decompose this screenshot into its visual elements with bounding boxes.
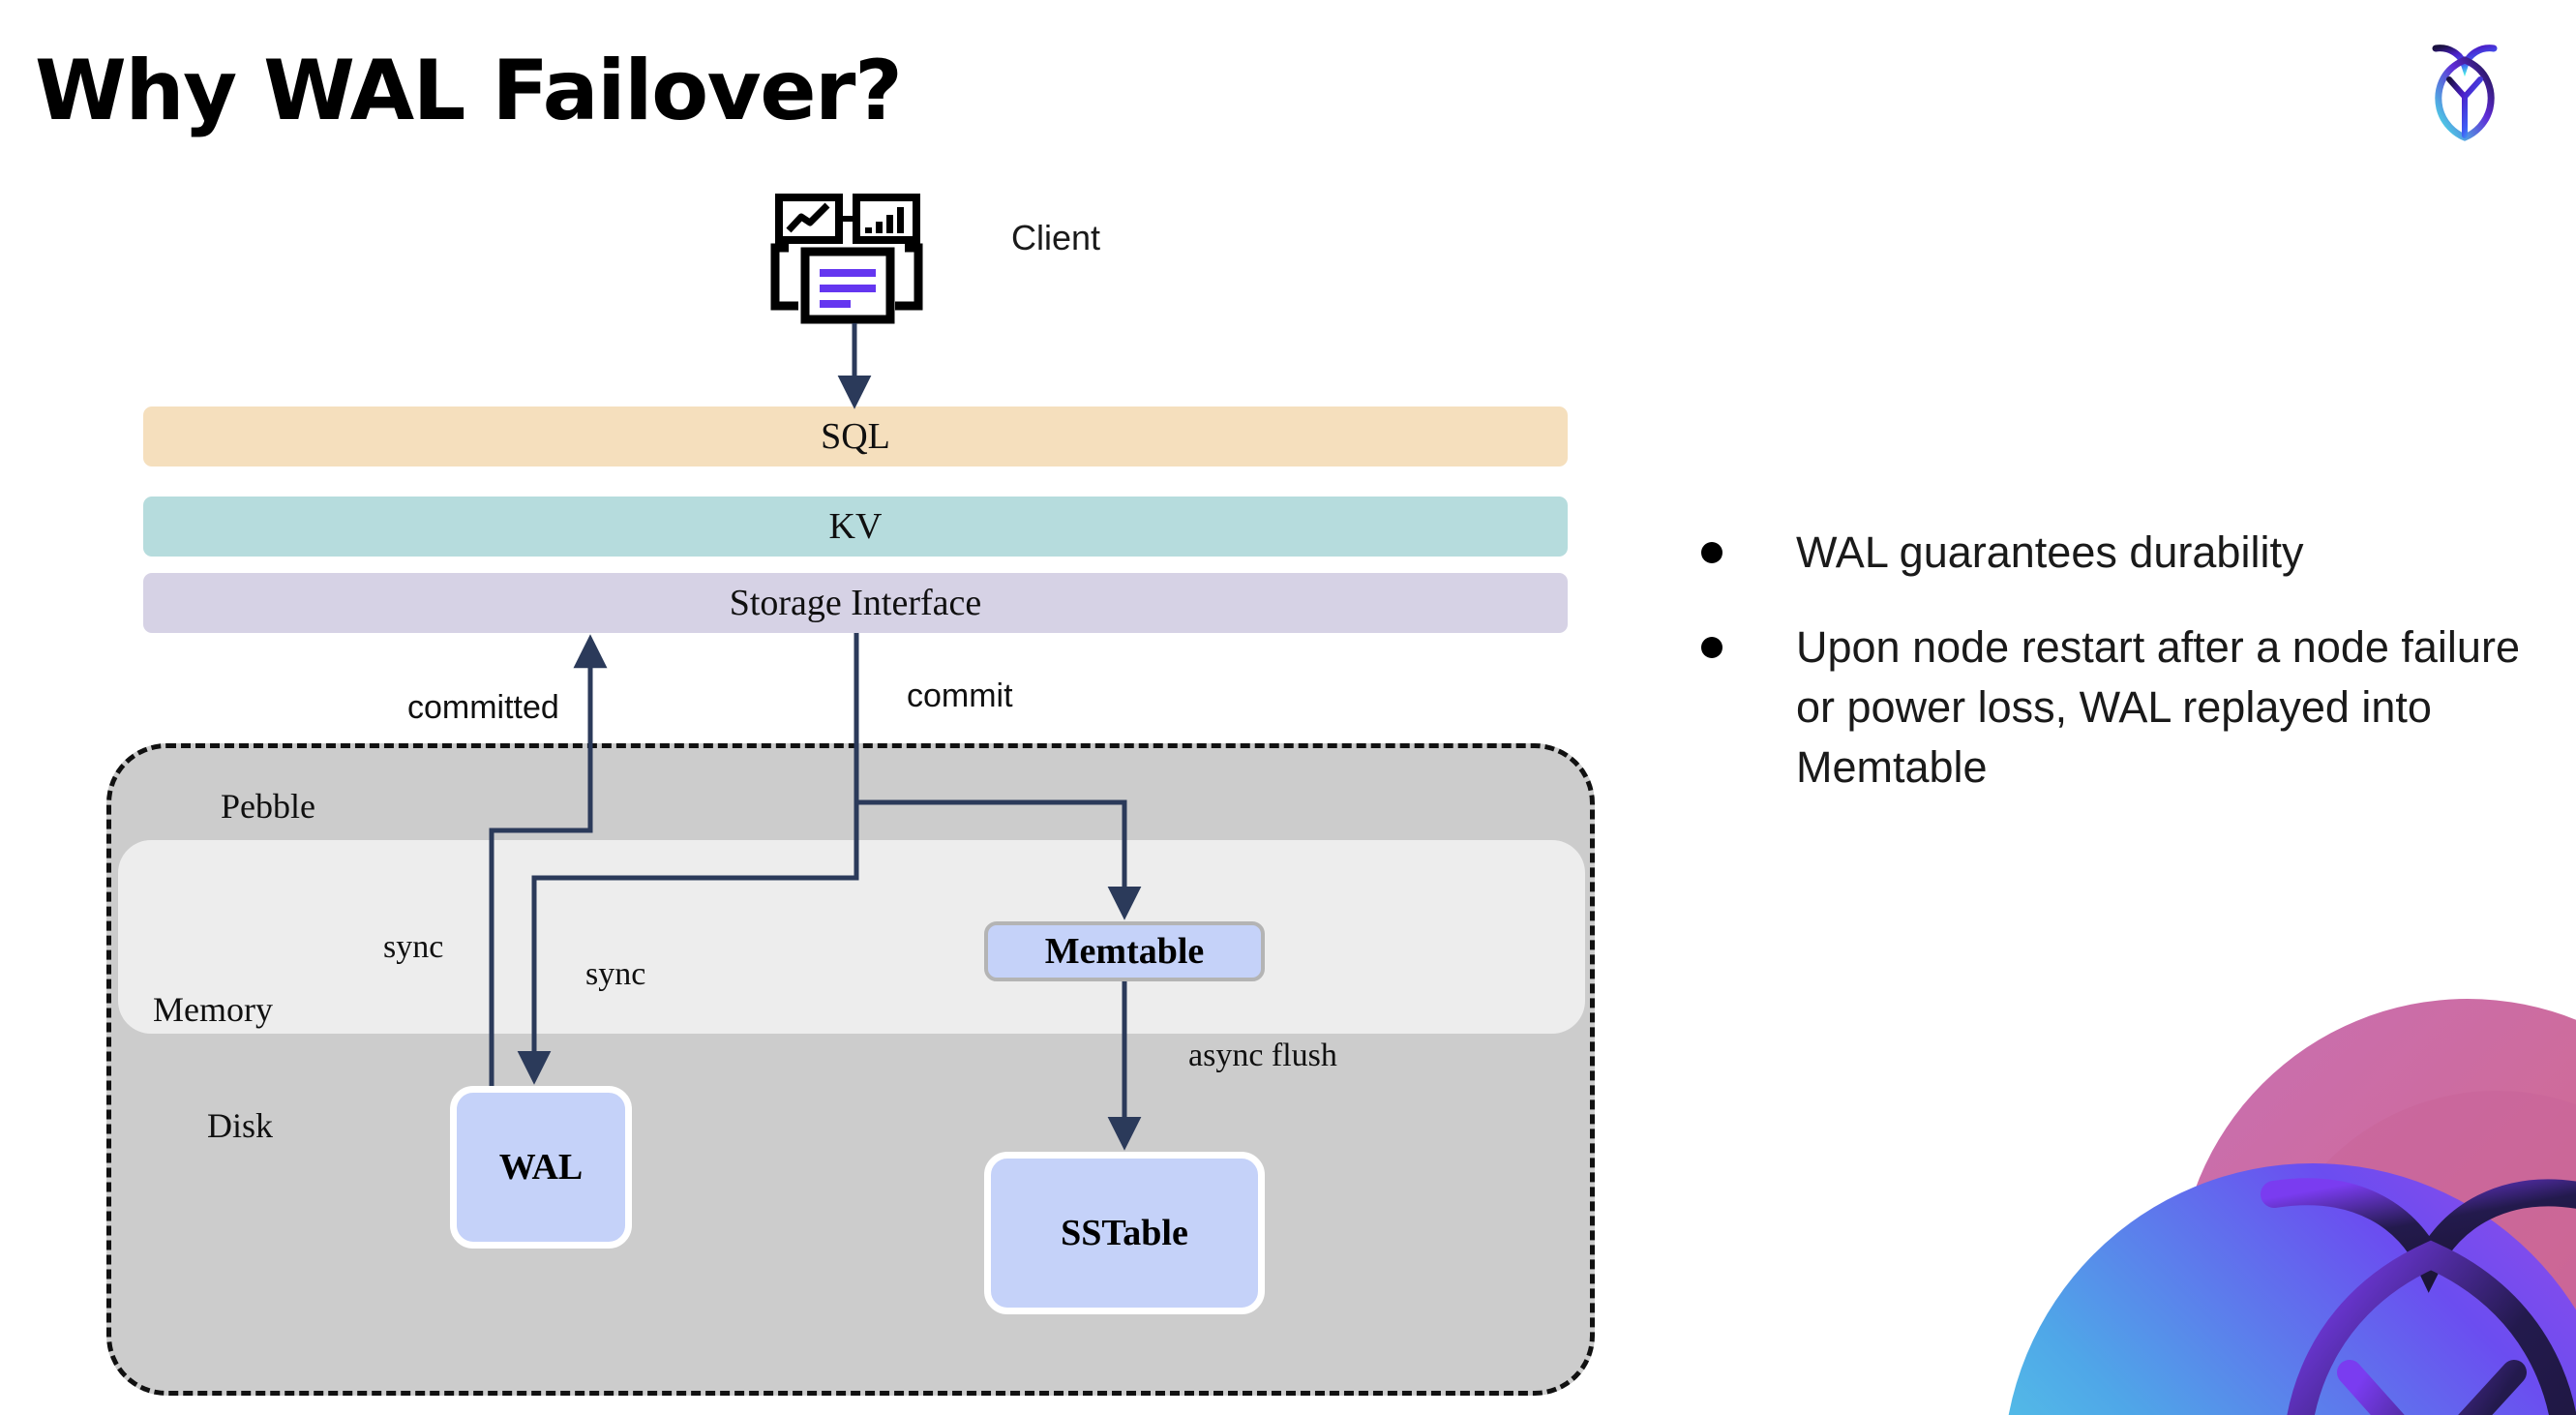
node-sstable: SSTable bbox=[984, 1152, 1265, 1314]
client-label: Client bbox=[1011, 218, 1101, 257]
layer-bar-storage-interface-label: Storage Interface bbox=[729, 583, 982, 623]
list-item: WAL guarantees durability bbox=[1701, 523, 2553, 583]
layer-bar-storage-interface: Storage Interface bbox=[143, 573, 1568, 633]
client-dashboard-icon bbox=[769, 192, 924, 327]
page-title: Why WAL Failover? bbox=[35, 43, 903, 139]
cockroach-logo-icon bbox=[2407, 21, 2523, 147]
disk-label: Disk bbox=[207, 1106, 274, 1145]
bullet-dot-icon bbox=[1701, 542, 1722, 563]
node-memtable: Memtable bbox=[984, 921, 1265, 981]
edge-label-commit: commit bbox=[907, 677, 1013, 714]
pebble-label: Pebble bbox=[221, 787, 315, 826]
bullet-text: Upon node restart after a node failure o… bbox=[1796, 622, 2520, 793]
node-wal-label: WAL bbox=[498, 1147, 584, 1188]
edge-label-committed: committed bbox=[407, 689, 559, 726]
edge-label-sync-1: sync bbox=[383, 929, 444, 965]
memory-label: Memory bbox=[153, 990, 273, 1029]
edge-label-sync-2: sync bbox=[585, 956, 646, 992]
layer-bar-kv: KV bbox=[143, 497, 1568, 557]
bullet-dot-icon bbox=[1701, 637, 1722, 659]
bullet-text: WAL guarantees durability bbox=[1796, 527, 2304, 577]
bullet-list: WAL guarantees durability Upon node rest… bbox=[1701, 523, 2553, 832]
layer-bar-sql: SQL bbox=[143, 406, 1568, 467]
node-memtable-label: Memtable bbox=[1044, 931, 1205, 972]
layer-bar-sql-label: SQL bbox=[821, 416, 890, 457]
node-sstable-label: SSTable bbox=[1061, 1213, 1188, 1253]
memory-region bbox=[118, 840, 1585, 1034]
list-item: Upon node restart after a node failure o… bbox=[1701, 617, 2553, 798]
gradient-circles-decoration bbox=[1955, 921, 2576, 1415]
node-wal: WAL bbox=[450, 1086, 632, 1249]
edge-label-async-flush: async flush bbox=[1188, 1038, 1337, 1073]
layer-bar-kv-label: KV bbox=[828, 506, 883, 547]
